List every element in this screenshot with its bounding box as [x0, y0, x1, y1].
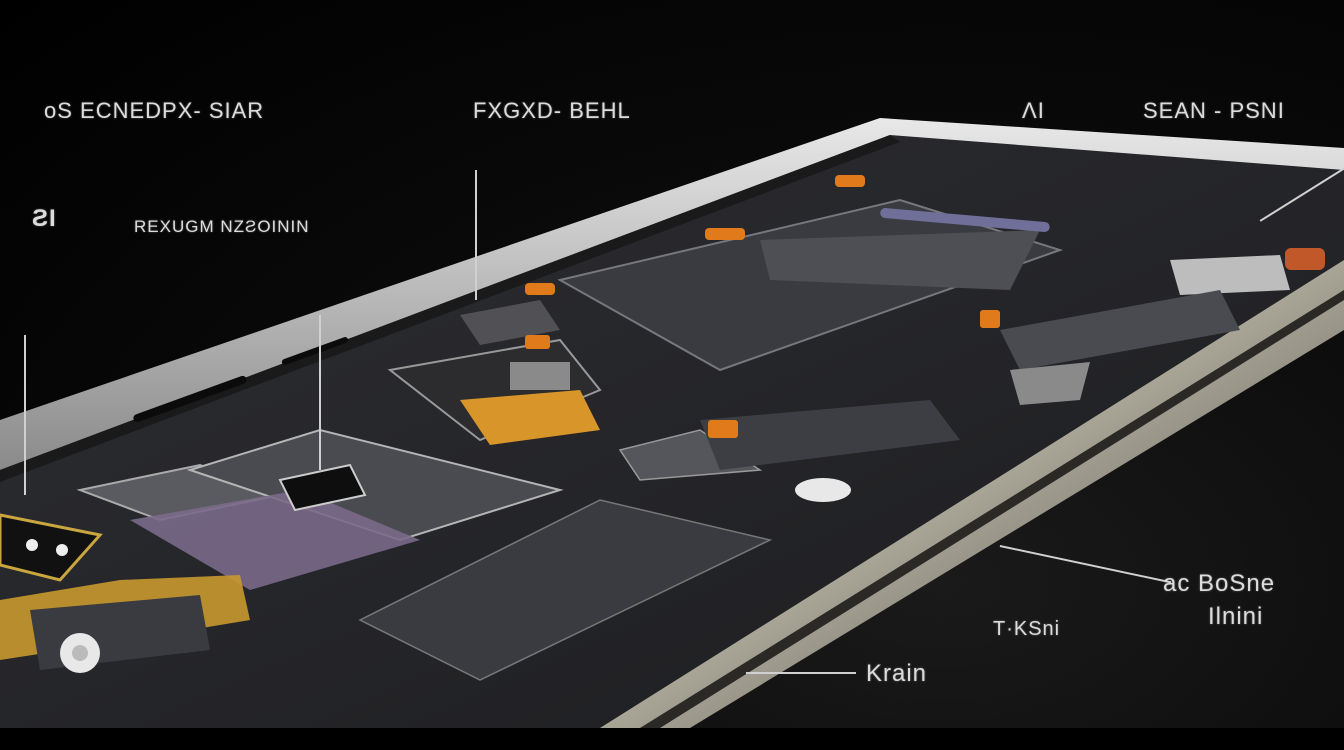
annotation-top-left: oS ECNEDPX- SIAR	[44, 98, 265, 123]
annotation-left-small: ƧI	[32, 205, 57, 232]
annotation-bottom-right-line2: Ilnini	[1208, 603, 1264, 630]
leader-line	[319, 315, 321, 470]
annotation-bottom-right-line1: ac BoSne	[1163, 570, 1276, 597]
annotation-top-right: SEAN - PSNI	[1143, 98, 1285, 123]
teardown-photo: oS ECNEDPX- SIAR FXGXD- BEHL ɅI SEAN - P…	[0, 0, 1344, 728]
leader-line	[746, 672, 856, 674]
annotation-top-right-small: ɅI	[1022, 98, 1045, 123]
leader-line	[475, 170, 477, 300]
annotation-top-center: FXGXD- BEHL	[473, 98, 631, 123]
annotation-left-middle: REXUGM NZƧOININ	[134, 217, 310, 236]
annotation-bottom-callout: Krain	[866, 660, 928, 687]
annotation-bottom-center: T·KSni	[993, 618, 1061, 640]
letterbox-bar	[0, 728, 1344, 750]
phone-exploded-view	[0, 118, 1344, 728]
leader-line	[24, 335, 26, 495]
